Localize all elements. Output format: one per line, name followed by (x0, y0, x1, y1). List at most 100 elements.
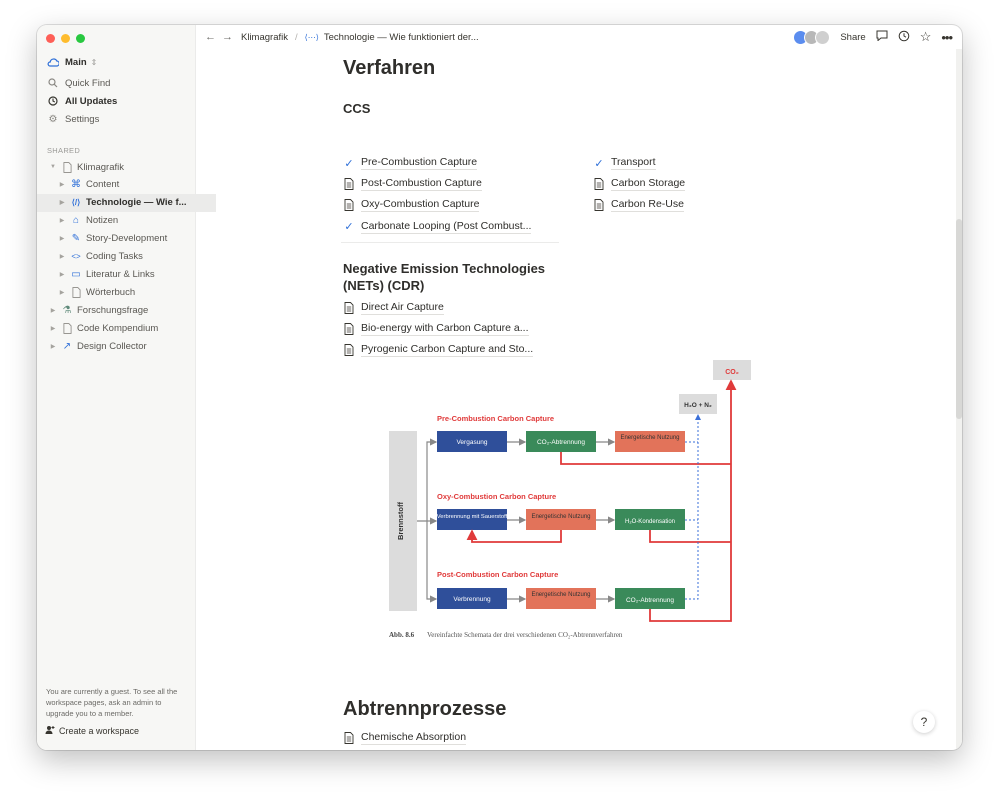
chevron-right-icon[interactable]: ▶ (59, 182, 65, 189)
page-link-item[interactable]: Carbon Storage (593, 175, 686, 193)
box-label: Energetische Nutzung (531, 592, 590, 598)
comment-icon[interactable] (876, 30, 888, 44)
page-link-label: Carbonate Looping (Post Combust... (361, 219, 532, 234)
page-link-item[interactable]: ✓ Carbonate Looping (Post Combust... (343, 218, 532, 236)
ccs-process-diagram-image: CO₂ H₂O + N₂ Brennstoff Pre-Combustion C… (389, 360, 751, 639)
page-link-item[interactable]: Oxy-Combustion Capture (343, 196, 480, 214)
sidebar-item-technologie-wie-f[interactable]: ▶⟨/⟩Technologie — Wie f... (37, 193, 216, 212)
code-link-icon: ⟨⋯⟩ (304, 32, 319, 42)
page-link-label: Chemische Absorption (361, 731, 467, 745)
page-link-label: Carbon Re-Use (611, 198, 684, 213)
page-link-item[interactable]: Pyrogenic Carbon Capture and Sto... (343, 341, 534, 359)
page-link-item[interactable]: Bio-energy with Carbon Capture a... (343, 320, 529, 338)
sidebar-item-quick-find[interactable]: Quick Find (37, 74, 205, 92)
breadcrumb: Klimagrafik / ⟨⋯⟩ Technologie — Wie funk… (241, 32, 479, 43)
page-link-label: Post-Combustion Capture (361, 177, 482, 192)
sidebar-item-code-kompendium[interactable]: ▶Code Kompendium (37, 319, 207, 337)
page-link-item[interactable]: Post-Combustion Capture (343, 175, 482, 193)
check-icon: ✓ (594, 157, 604, 170)
figure-caption-text: Vereinfachte Schemata der drei verschied… (427, 631, 623, 639)
sidebar-item-forschungsfrage[interactable]: ▶⚗Forschungsfrage (37, 301, 207, 319)
page-link-item[interactable]: Carbon Re-Use (593, 196, 684, 214)
chevron-right-icon[interactable]: ▶ (59, 289, 65, 296)
chevron-updown-icon: ⇕ (90, 57, 98, 67)
avatar (815, 29, 831, 45)
sidebar-item-label: Klimagrafik (77, 161, 124, 173)
star-icon[interactable]: ☆ (919, 29, 932, 44)
code-link-icon: ⟨/⟩ (71, 198, 81, 208)
gear-icon: ⚙ (48, 113, 58, 125)
more-options-icon[interactable]: ••• (941, 29, 953, 45)
window-controls (46, 34, 85, 43)
forward-arrow-icon[interactable]: → (222, 31, 233, 43)
page-icon (343, 199, 355, 212)
page-link-item[interactable]: Chemische Absorption (343, 729, 467, 747)
page-icon (593, 199, 605, 212)
page-link-item[interactable]: ✓ Pre-Combustion Capture (343, 154, 478, 172)
sidebar-item-label: Notizen (86, 215, 119, 227)
chevron-right-icon[interactable]: ▶ (50, 307, 56, 314)
book-icon: ▭ (71, 268, 81, 280)
box-label: CO₂-Abtrennung (626, 597, 674, 604)
brennstoff-box (389, 431, 417, 611)
scrollbar[interactable] (956, 49, 962, 750)
chevron-right-icon[interactable]: ▶ (50, 343, 56, 350)
chevron-right-icon[interactable]: ▶ (59, 271, 65, 278)
box-verbrennung (437, 588, 507, 609)
page-link-label: Pre-Combustion Capture (361, 156, 478, 170)
sidebar-item-coding-tasks[interactable]: ▶<>Coding Tasks (37, 248, 216, 266)
avatar-group[interactable] (793, 29, 831, 45)
box-verbrennung-sauerstoff (437, 509, 507, 530)
page-link-label: Pyrogenic Carbon Capture and Sto... (361, 343, 534, 358)
workspace-switcher[interactable]: Main ⇕ (37, 53, 205, 71)
share-button[interactable]: Share (840, 31, 866, 43)
sidebar-item-label: Wörterbuch (86, 286, 136, 298)
page-link-item[interactable]: ✓Transport (593, 154, 656, 172)
box-label: Verbrennung mit Sauerstoff (437, 514, 508, 520)
sidebar-item-design-collector[interactable]: ▶↗Design Collector (37, 337, 207, 355)
minimize-window-button[interactable] (61, 34, 70, 43)
co2-label: CO₂ (725, 369, 739, 376)
breadcrumb-item-klimagrafik[interactable]: Klimagrafik (241, 31, 288, 43)
box-label: Vergasung (456, 439, 487, 446)
chevron-right-icon[interactable]: ▶ (59, 236, 65, 243)
chevron-right-icon[interactable]: ▶ (50, 325, 56, 332)
create-workspace-button[interactable]: Create a workspace (45, 725, 139, 737)
sidebar-item-label: Coding Tasks (86, 251, 143, 262)
breadcrumb-item-current[interactable]: Technologie — Wie funktioniert der... (323, 31, 479, 43)
check-icon: ✓ (344, 157, 354, 170)
chevron-right-icon[interactable]: ▶ (59, 254, 65, 260)
chevron-down-icon[interactable]: ▼ (50, 164, 56, 170)
pre-combustion-title: Pre-Combustion Carbon Capture (437, 414, 554, 423)
chevron-right-icon[interactable]: ▶ (59, 200, 65, 207)
add-user-icon (45, 725, 55, 737)
sidebar-item-klimagrafik[interactable]: ▼ Klimagrafik (37, 158, 207, 176)
sidebar: Main ⇕ Quick Find All Updates ⚙ Settings… (37, 25, 216, 750)
sidebar-item-label: Forschungsfrage (77, 304, 149, 316)
check-icon: ✓ (344, 221, 354, 234)
close-window-button[interactable] (46, 34, 55, 43)
help-button[interactable]: ? (913, 711, 935, 733)
page-icon (343, 732, 355, 744)
box-co2-abtrennung (526, 431, 596, 452)
h2o-n2-label: H₂O + N₂ (684, 402, 712, 409)
page-link-label: Oxy-Combustion Capture (361, 198, 480, 213)
sidebar-item-notizen[interactable]: ▶⌂Notizen (37, 212, 216, 230)
sidebar-item-content[interactable]: ▶⌘Content (37, 176, 216, 194)
history-icon[interactable] (898, 30, 910, 45)
page-link-item[interactable]: Direct Air Capture (343, 299, 444, 317)
sidebar-item-w-rterbuch[interactable]: ▶ Wörterbuch (37, 283, 216, 301)
create-workspace-label: Create a workspace (59, 726, 140, 736)
page-link-label: Bio-energy with Carbon Capture a... (361, 322, 529, 337)
chevron-right-icon[interactable]: ▶ (59, 218, 65, 225)
back-arrow-icon[interactable]: ← (205, 31, 216, 43)
maximize-window-button[interactable] (76, 34, 85, 43)
post-combustion-title: Post-Combustion Carbon Capture (437, 570, 558, 579)
page-icon (343, 323, 355, 336)
sidebar-item-literatur-links[interactable]: ▶▭Literatur & Links (37, 265, 216, 283)
box-label: Energetische Nutzung (531, 514, 590, 520)
sidebar-item-story-development[interactable]: ▶✎Story-Development (37, 230, 216, 248)
sidebar-item-all-updates[interactable]: All Updates (37, 92, 205, 110)
sidebar-item-settings[interactable]: ⚙ Settings (37, 110, 205, 128)
